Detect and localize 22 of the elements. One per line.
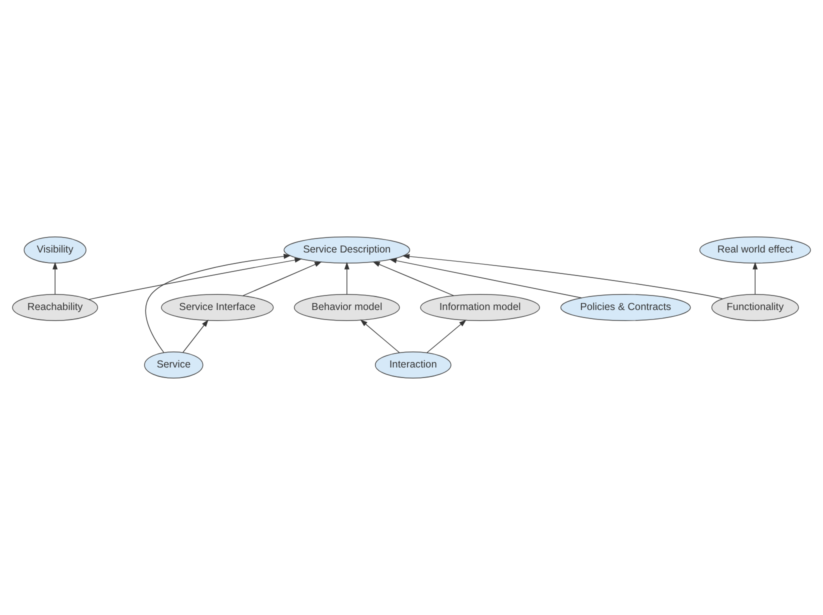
- node-ellipse: Service: [144, 352, 204, 378]
- node-ellipse: Policies & Contracts: [560, 294, 691, 321]
- arrow: [182, 320, 208, 353]
- node-ellipse: Service Interface: [161, 294, 274, 321]
- node-ellipse: Visibility: [24, 236, 86, 264]
- arrow: [372, 262, 454, 296]
- arrow: [52, 262, 58, 295]
- arrow: [389, 258, 582, 298]
- arrow: [752, 262, 758, 295]
- node-ellipse: Functionality: [711, 294, 799, 321]
- arrow: [426, 320, 466, 354]
- arrow: [344, 262, 350, 295]
- node-ellipse: Reachability: [12, 294, 98, 321]
- arrow: [360, 320, 400, 354]
- arrow: [402, 254, 723, 300]
- arrow: [242, 262, 322, 296]
- arrow: [88, 258, 302, 300]
- node-ellipse: Information model: [420, 294, 540, 321]
- node-ellipse: Real world effect: [699, 236, 811, 264]
- node-ellipse: Behavior model: [294, 294, 400, 321]
- arrow: [145, 254, 291, 353]
- node-ellipse: Interaction: [374, 352, 452, 378]
